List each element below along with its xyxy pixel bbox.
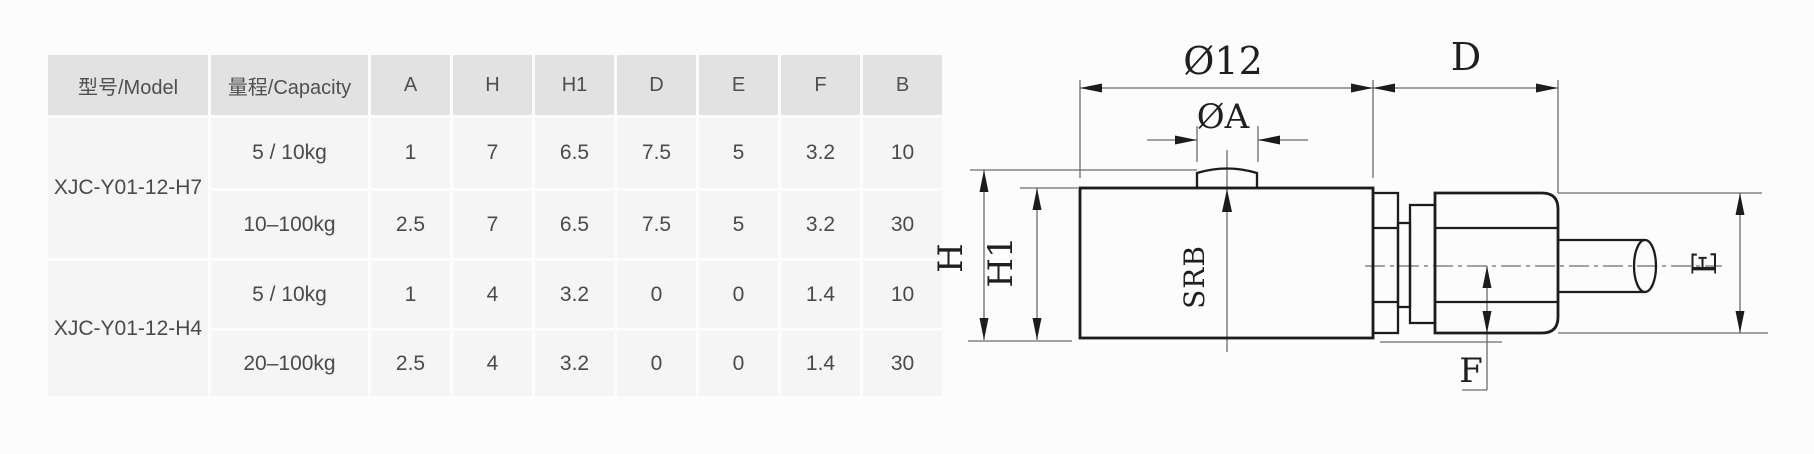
table-cell: 6.5 [535, 191, 614, 258]
col-header-b: B [863, 55, 942, 115]
model-cell: XJC-Y01-12-H7 [48, 118, 208, 258]
table-cell: 10 [863, 261, 942, 328]
dimension-lines [968, 80, 1768, 391]
table-cell: 4 [453, 331, 532, 396]
label-connector-height: E [1685, 251, 1725, 276]
label-body-height: H1 [981, 236, 1021, 287]
spec-table: 型号/Model 量程/Capacity A H H1 D E F B XJC-… [48, 55, 942, 396]
table-cell: 7.5 [617, 191, 696, 258]
col-header-model: 型号/Model [48, 55, 208, 115]
col-header-a: A [371, 55, 450, 115]
col-header-e: E [699, 55, 778, 115]
table-cell: 4 [453, 261, 532, 328]
table-cell: 7.5 [617, 118, 696, 188]
capacity-cell: 20–100kg [211, 331, 368, 396]
col-header-h: H [453, 55, 532, 115]
table-cell: 0 [699, 261, 778, 328]
load-cell-outline [1078, 167, 1658, 340]
table-cell: 0 [617, 261, 696, 328]
neck-outline [1396, 221, 1412, 309]
col-header-d: D [617, 55, 696, 115]
table-cell: 0 [617, 331, 696, 396]
flange-strip-2 [1408, 203, 1437, 325]
model-cell: XJC-Y01-12-H4 [48, 261, 208, 396]
label-connector-length: D [1451, 35, 1481, 79]
table-cell: 1 [371, 261, 450, 328]
table-cell: 7 [453, 118, 532, 188]
label-body-diameter: Ø12 [1183, 39, 1263, 83]
col-header-f: F [781, 55, 860, 115]
table-cell: 3.2 [781, 118, 860, 188]
table-cell: 5 [699, 118, 778, 188]
table-cell: 30 [863, 191, 942, 258]
table-cell: 0 [699, 331, 778, 396]
label-total-height: H [931, 243, 971, 273]
col-header-capacity: 量程/Capacity [211, 55, 368, 115]
capacity-cell: 5 / 10kg [211, 261, 368, 328]
boss-outline [1195, 167, 1259, 189]
table-cell: 5 [699, 191, 778, 258]
table-cell: 2.5 [371, 331, 450, 396]
table-cell: 1.4 [781, 261, 860, 328]
flange-strip-1 [1371, 191, 1400, 335]
body-brand-text: SRB [1178, 245, 1211, 309]
capacity-cell: 5 / 10kg [211, 118, 368, 188]
table-cell: 3.2 [781, 191, 860, 258]
table-cell: 6.5 [535, 118, 614, 188]
cable-end [1632, 238, 1658, 294]
load-cell-technical-drawing: Ø12 D ØA H H1 E F SRB [931, 35, 1768, 391]
connector-outline [1433, 191, 1560, 335]
table-cell: 30 [863, 331, 942, 396]
table-cell: 3.2 [535, 261, 614, 328]
table-cell: 7 [453, 191, 532, 258]
table-cell: 10 [863, 118, 942, 188]
table-cell: 2.5 [371, 191, 450, 258]
col-header-h1: H1 [535, 55, 614, 115]
table-cell: 3.2 [535, 331, 614, 396]
table-cell: 1.4 [781, 331, 860, 396]
label-boss-diameter: ØA [1197, 97, 1250, 137]
label-center-offset: F [1459, 351, 1483, 391]
capacity-cell: 10–100kg [211, 191, 368, 258]
dimension-arrowheads [979, 83, 1745, 340]
table-cell: 1 [371, 118, 450, 188]
